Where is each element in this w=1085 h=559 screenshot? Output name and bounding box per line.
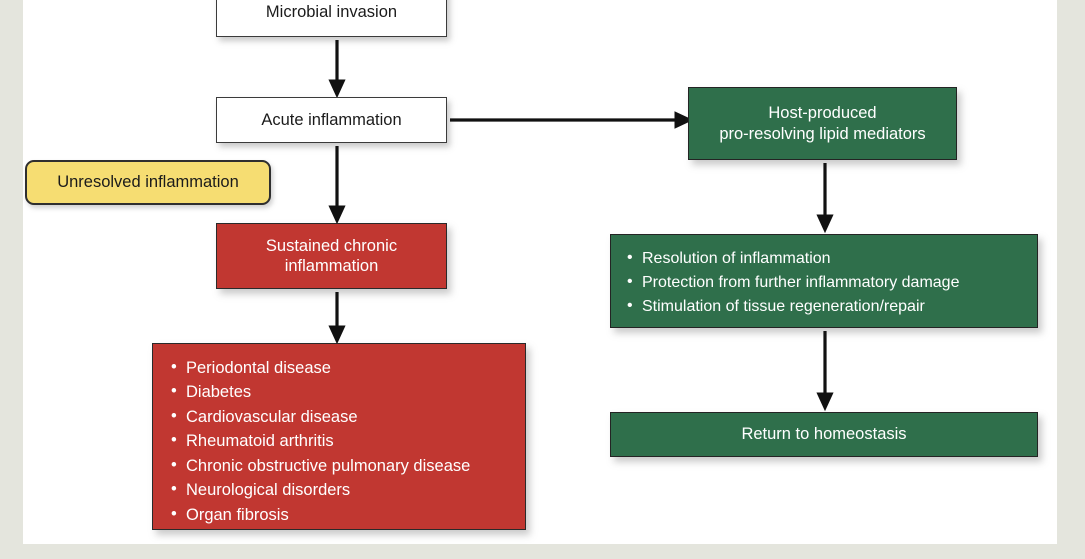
node-label: Return to homeostasis	[741, 425, 907, 444]
node-label-line1: Host-produced	[768, 104, 877, 123]
arrow-acute-to-mediators	[450, 111, 694, 129]
node-unresolved-inflammation: Unresolved inflammation	[25, 160, 271, 205]
figure-canvas: Microbial invasion Acute inflammation Ho…	[23, 0, 1057, 544]
disease-outcomes-list: Periodontal disease Diabetes Cardiovascu…	[171, 357, 525, 525]
list-resolution-outcomes: Resolution of inflammation Protection fr…	[610, 234, 1038, 328]
list-item: Diabetes	[171, 381, 525, 402]
node-acute-inflammation: Acute inflammation	[216, 97, 447, 143]
node-label: Microbial invasion	[265, 3, 398, 22]
node-label-line1: Sustained chronic	[265, 236, 398, 255]
arrow-chronic-to-diseases	[328, 292, 346, 345]
list-item: Cardiovascular disease	[171, 406, 525, 427]
arrow-mediators-to-resolution	[816, 163, 834, 234]
list-item: Periodontal disease	[171, 357, 525, 378]
node-return-to-homeostasis: Return to homeostasis	[610, 412, 1038, 457]
list-item: Protection from further inflammatory dam…	[627, 272, 1037, 293]
node-label-line2: pro-resolving lipid mediators	[719, 124, 926, 143]
node-sustained-chronic-inflammation: Sustained chronic inflammation	[216, 223, 447, 289]
resolution-outcomes-list: Resolution of inflammation Protection fr…	[627, 248, 1037, 317]
list-item: Neurological disorders	[171, 479, 525, 500]
list-item: Chronic obstructive pulmonary disease	[171, 455, 525, 476]
arrow-microbial-to-acute	[328, 40, 346, 99]
node-microbial-invasion: Microbial invasion	[216, 0, 447, 37]
arrow-acute-to-chronic	[328, 146, 346, 225]
list-item: Organ fibrosis	[171, 504, 525, 525]
node-label-line2: inflammation	[284, 257, 379, 275]
node-host-produced-mediators: Host-produced pro-resolving lipid mediat…	[688, 87, 957, 160]
node-label: Unresolved inflammation	[57, 173, 239, 192]
node-label: Acute inflammation	[261, 110, 402, 129]
arrow-resolution-to-homeostasis	[816, 331, 834, 412]
list-item: Resolution of inflammation	[627, 248, 1037, 269]
list-item: Stimulation of tissue regeneration/repai…	[627, 296, 1037, 317]
list-item: Rheumatoid arthritis	[171, 430, 525, 451]
list-disease-outcomes: Periodontal disease Diabetes Cardiovascu…	[152, 343, 526, 530]
